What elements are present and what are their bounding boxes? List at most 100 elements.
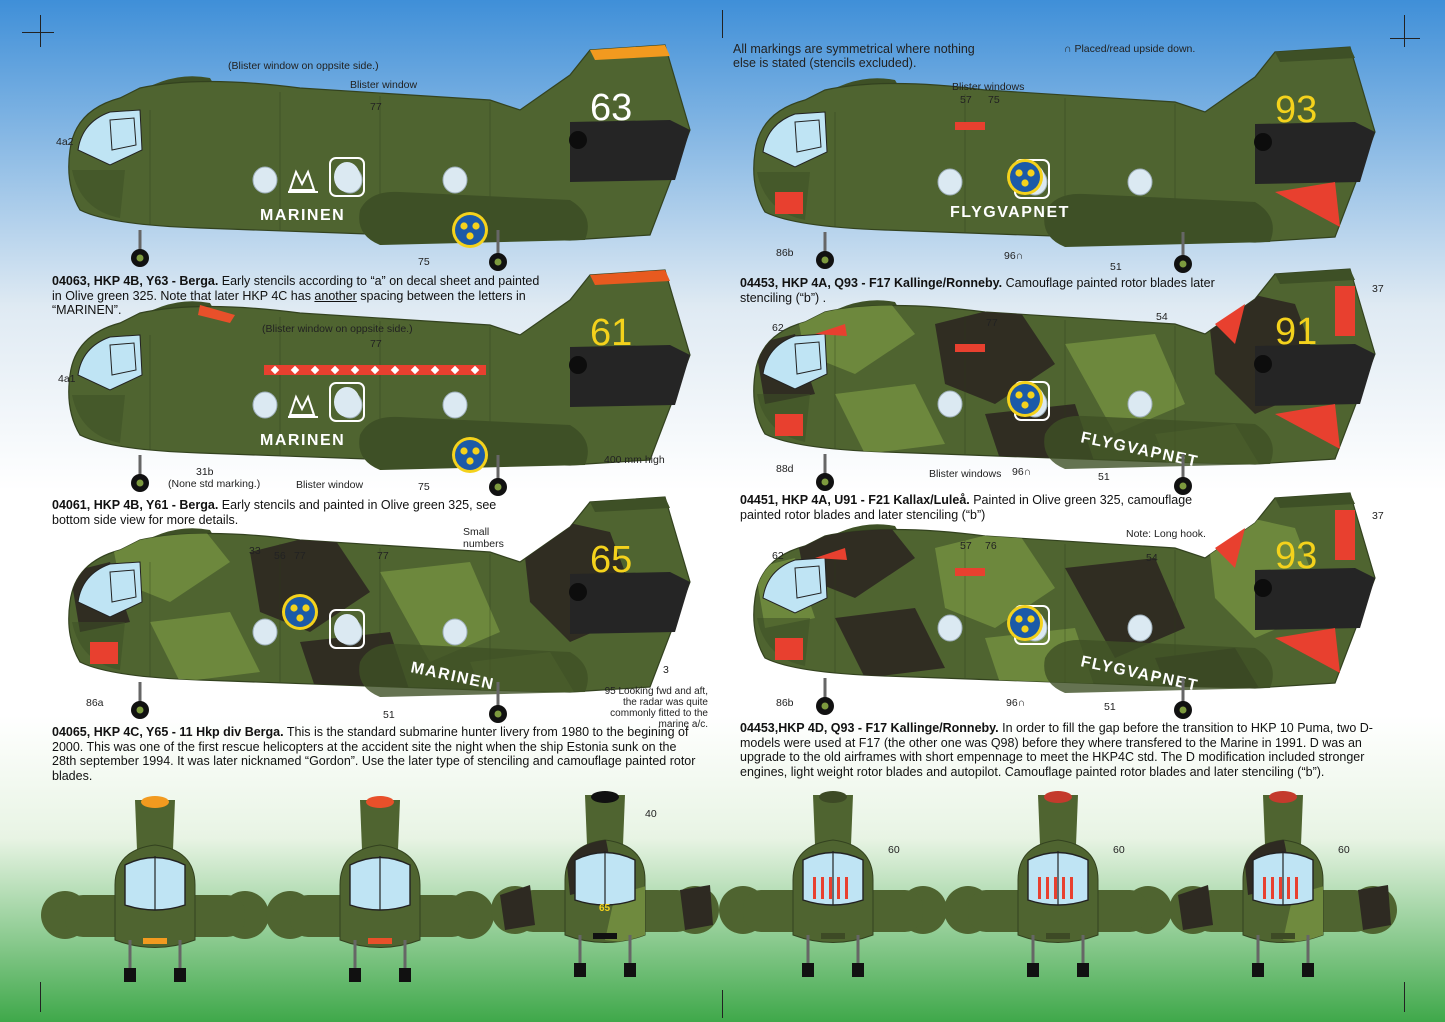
callout-77-4: 77 (377, 550, 389, 562)
side-window (252, 166, 278, 194)
tail-code: 93 (1275, 535, 1317, 577)
red-aft-panel (1215, 528, 1245, 568)
caption-y63-pre: Early stencils according to “a” on decal… (52, 274, 540, 303)
side-lettering: MARINEN (260, 207, 345, 224)
crop-mark-br (1404, 982, 1405, 1012)
stripe-diamond (430, 365, 440, 375)
red-pylon-patch (1335, 286, 1355, 336)
red-front-panel (815, 548, 847, 560)
hub (1179, 482, 1187, 490)
blister-window (334, 387, 360, 417)
hub (821, 256, 829, 264)
callout-54-2: 54 (1146, 552, 1158, 564)
callout-51-4: 51 (1104, 701, 1116, 713)
crop-mark-tl-h (22, 32, 54, 33)
red-stripe (1038, 877, 1041, 899)
red-tail-patch (1275, 404, 1340, 449)
side-window (937, 390, 963, 418)
pylon-cap (590, 45, 670, 60)
roundel-crown (302, 604, 310, 612)
roundel-crown (1021, 401, 1029, 409)
camo-patch (380, 562, 500, 662)
rear-exhaust (1254, 579, 1272, 597)
roundel-crown (1021, 625, 1029, 633)
red-stripe (1054, 877, 1057, 899)
pylon-cap (1044, 791, 1072, 803)
roundel-crown (1021, 179, 1029, 187)
wheel (1077, 963, 1089, 977)
nose-code: 65 (599, 903, 611, 914)
rear-exhaust (1254, 355, 1272, 373)
side-window (1127, 168, 1153, 196)
hub (494, 483, 502, 491)
caption-q93a: 04453, HKP 4A, Q93 - F17 Kallinge/Ronneb… (740, 276, 1220, 305)
callout-88d: 88d (776, 463, 794, 475)
callout-long-hook: Note: Long hook. (1126, 528, 1206, 540)
cockpit-frame (794, 341, 822, 375)
caption-y63-title: 04063, HKP 4B, Y63 - Berga. (52, 274, 219, 288)
wheel (174, 968, 186, 982)
caption-q93d-title: 04453,HKP 4D, Q93 - F17 Kallinge/Ronneby… (740, 721, 999, 735)
chin-marking (368, 938, 392, 944)
hub (136, 479, 144, 487)
camo-engine (500, 885, 535, 930)
cockpit-frame (109, 117, 137, 151)
blister-window (334, 162, 360, 192)
pylon-cap (591, 791, 619, 803)
cockpit-window (762, 111, 828, 168)
pylon (585, 795, 625, 845)
side-window (1127, 390, 1153, 418)
wheel (574, 963, 586, 977)
crop-mark-bc (722, 990, 723, 1018)
front-callout: 60 (1338, 844, 1350, 856)
red-tail-patch (1275, 628, 1340, 673)
red-top-strip (955, 122, 985, 130)
hub (136, 254, 144, 262)
caption-y61-title: 04061, HKP 4B, Y61 - Berga. (52, 498, 219, 512)
tail-code: 91 (1275, 311, 1317, 353)
camo-engine (1358, 885, 1391, 930)
cockpit-window (77, 334, 143, 391)
tail-code: 61 (590, 312, 632, 354)
fuselage (753, 46, 1376, 243)
side-window (442, 391, 468, 419)
caption-q93d-text: In order to fill the gap before the tran… (740, 721, 1373, 779)
camo-patch (1065, 558, 1185, 658)
wheel (1027, 963, 1039, 977)
blister-frame (329, 609, 365, 649)
red-stripe (1295, 877, 1298, 899)
roundel-disc (455, 440, 485, 470)
camo-patch (150, 612, 260, 682)
blister-frame (329, 382, 365, 422)
pylon-cap (590, 497, 670, 512)
crop-mark-tl (40, 15, 41, 47)
roundel-crown (460, 222, 468, 230)
sponson (359, 643, 588, 697)
roundel-crown (1015, 615, 1023, 623)
roundel-disc (1010, 384, 1040, 414)
pylon (135, 800, 175, 850)
rear-dark-panel (1255, 122, 1375, 184)
chin-marking (1046, 933, 1070, 939)
hub (821, 478, 829, 486)
roundel-crown (460, 447, 468, 455)
pylon (813, 795, 853, 845)
stripe-diamond (270, 365, 280, 375)
callout-95: 95 Looking fwd and aft, the radar was qu… (604, 686, 708, 730)
roundel-crown (466, 232, 474, 240)
red-stripe (1271, 877, 1274, 899)
rear-exhaust (1254, 133, 1272, 151)
roundel-crown (296, 614, 304, 622)
camo-patch (1065, 334, 1185, 434)
caption-y61: 04061, HKP 4B, Y61 - Berga. Early stenci… (52, 498, 522, 527)
panel-lines (834, 540, 1176, 686)
wheel (1302, 963, 1314, 977)
red-stripe (813, 877, 816, 899)
hub (494, 710, 502, 718)
callout-blister-windows: Blister windows (952, 81, 1025, 93)
callout-96: 96∩ (1004, 250, 1024, 262)
upside-down-note: ∩ Placed/read upside down. (1064, 43, 1196, 55)
red-tail-patch (1275, 182, 1340, 227)
red-nose-panel (775, 192, 803, 214)
wheel (624, 963, 636, 977)
